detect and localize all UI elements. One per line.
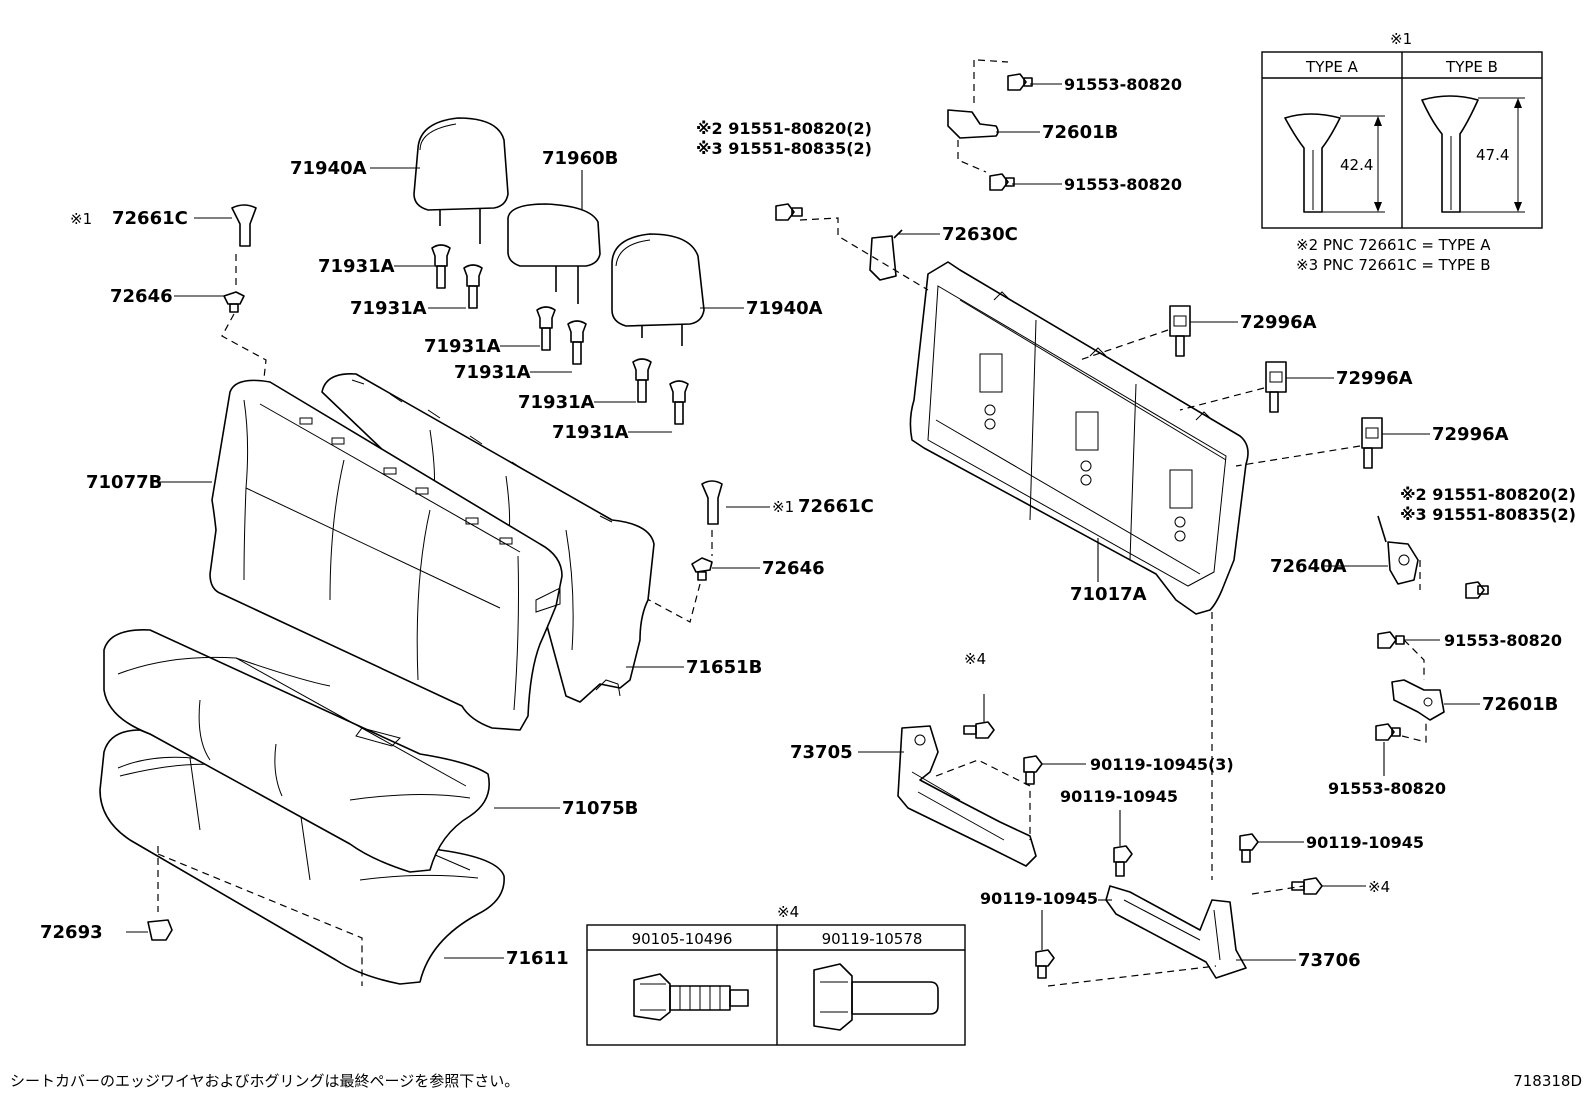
bolt-91553-r1-icon — [1377, 631, 1405, 649]
bolt-73705-icon — [963, 721, 995, 739]
label-91553-top1: 91553-80820 — [1064, 75, 1182, 94]
label-bolt-a-2: ※2 91551-80820(2) — [696, 119, 872, 138]
seat-back-frame-71017A — [909, 261, 1249, 615]
type-table-mark: ※1 — [1390, 30, 1412, 48]
label-72996A-3: 72996A — [1432, 424, 1509, 445]
type-b-header: TYPE B — [1445, 58, 1498, 76]
type-a-pin-icon: 42.4 — [1284, 113, 1385, 213]
hinge-73705 — [897, 725, 1037, 867]
label-91553-r2: 91553-80820 — [1328, 779, 1446, 798]
label-72640A: 72640A — [1270, 556, 1347, 577]
label-mark4-b: ※4 — [1368, 878, 1390, 896]
headrest-71960B — [507, 203, 601, 304]
bolt-icon-1 — [633, 973, 749, 1021]
label-71931A-5: 71931A — [518, 392, 595, 413]
headrest-71940A-right — [611, 233, 705, 346]
bolt-table-col1: 90105-10496 — [632, 930, 733, 948]
type-note-3: ※3 PNC 72661C = TYPE B — [1296, 256, 1491, 274]
label-71651B: 71651B — [686, 657, 762, 678]
type-a-dimension: 42.4 — [1340, 156, 1373, 174]
type-b-dimension: 47.4 — [1476, 146, 1509, 164]
bolt-73706-icon — [1291, 877, 1323, 895]
label-72693: 72693 — [40, 922, 103, 943]
label-71940A-top: 71940A — [290, 158, 367, 179]
label-72646-mid: 72646 — [762, 558, 825, 579]
bolt-91551-top-icon — [775, 203, 803, 221]
label-73706: 73706 — [1298, 950, 1361, 971]
label-bolt-b-3: ※3 91551-80835(2) — [1400, 505, 1576, 524]
label-71017A: 71017A — [1070, 584, 1147, 605]
label-71931A-2: 71931A — [350, 298, 427, 319]
bolt-icon-2 — [813, 963, 939, 1031]
bolt-table: ※4 90105-10496 90119-10578 — [586, 903, 966, 1046]
label-72630C: 72630C — [942, 224, 1018, 245]
label-90119-b: 90119-10945 — [1306, 833, 1424, 852]
pin-72661C-left-icon — [231, 204, 257, 247]
type-a-header: TYPE A — [1305, 58, 1359, 76]
label-71075B: 71075B — [562, 798, 638, 819]
label-91553-r1: 91553-80820 — [1444, 631, 1562, 650]
footer-note: シートカバーのエッジワイヤおよびホグリングは最終ページを参照下さい。 — [10, 1072, 519, 1090]
clip-72693-icon — [147, 919, 173, 941]
label-73705: 73705 — [790, 742, 853, 763]
type-table: ※1 TYPE A TYPE B 42.4 47.4 ※2 PNC — [1261, 30, 1543, 274]
label-90119-c: 90119-10945 — [980, 889, 1098, 908]
label-71931A-1: 71931A — [318, 256, 395, 277]
type-note-2: ※2 PNC 72661C = TYPE A — [1296, 236, 1491, 254]
lock-72640A-icon — [1377, 515, 1419, 585]
label-bolt-b-2: ※2 91551-80820(2) — [1400, 485, 1576, 504]
label-mark4-a: ※4 — [964, 650, 986, 668]
bolt-91553-top1-icon — [1007, 73, 1033, 91]
label-72601B-top: 72601B — [1042, 122, 1118, 143]
label-bolt-a-3: ※3 91551-80835(2) — [696, 139, 872, 158]
bolt-91553-r2-icon — [1375, 723, 1401, 741]
label-72661C-mid: 72661C — [798, 496, 874, 517]
seat-cushion-cover-71075B — [103, 629, 490, 873]
label-71940A-right: 71940A — [746, 298, 823, 319]
bolt-90119-b-icon — [1239, 833, 1259, 863]
label-91553-top2: 91553-80820 — [1064, 175, 1182, 194]
label-71077B: 71077B — [86, 472, 162, 493]
label-72661C-mid-mark: ※1 — [772, 498, 794, 516]
label-90119-a: 90119-10945 — [1060, 787, 1178, 806]
hinge-73706 — [1105, 885, 1247, 979]
leader-lines — [126, 83, 1480, 961]
label-72996A-1: 72996A — [1240, 312, 1317, 333]
type-b-pin-icon: 47.4 — [1421, 95, 1525, 213]
label-72996A-2: 72996A — [1336, 368, 1413, 389]
headrest-support-icons — [431, 244, 689, 425]
lock-72630C-icon — [869, 229, 903, 281]
belt-guide-72996A-2-icon — [1265, 361, 1287, 413]
label-71931A-6: 71931A — [552, 422, 629, 443]
bolt-91553-top2-icon — [989, 173, 1015, 191]
clip-72646-mid-icon — [691, 557, 713, 581]
belt-guide-72996A-3-icon — [1361, 417, 1383, 469]
label-72661C-top: 72661C — [112, 208, 188, 229]
bracket-72601B-top-icon — [947, 109, 999, 139]
label-90119-3: 90119-10945(3) — [1090, 755, 1234, 774]
diagram-code: 718318D — [1513, 1072, 1582, 1090]
label-72601B-right: 72601B — [1482, 694, 1558, 715]
bolt-table-col2: 90119-10578 — [822, 930, 923, 948]
belt-guide-72996A-1-icon — [1169, 305, 1191, 357]
clip-72646-left-icon — [223, 291, 245, 313]
label-71960B: 71960B — [542, 148, 618, 169]
bolt-91551-right-icon — [1465, 581, 1489, 599]
bolt-90119-c-icon — [1035, 949, 1055, 979]
headrest-71940A-left — [413, 117, 509, 244]
seat-back-71077B — [209, 379, 563, 731]
bolt-90119-3-icon — [1023, 755, 1043, 785]
label-72646-top: 72646 — [110, 286, 173, 307]
label-71931A-4: 71931A — [454, 362, 531, 383]
label-71931A-3: 71931A — [424, 336, 501, 357]
pin-72661C-mid-icon — [701, 480, 723, 525]
part-labels: 71940A 71960B ※1 72661C 72646 71931A 719… — [40, 75, 1576, 971]
label-72661C-top-mark: ※1 — [70, 210, 92, 228]
bolt-90119-a-icon — [1113, 845, 1133, 877]
bolt-table-frame — [586, 924, 966, 1046]
bracket-72601B-right-icon — [1391, 679, 1445, 721]
bolt-table-mark: ※4 — [777, 903, 799, 921]
label-71611: 71611 — [506, 948, 569, 969]
